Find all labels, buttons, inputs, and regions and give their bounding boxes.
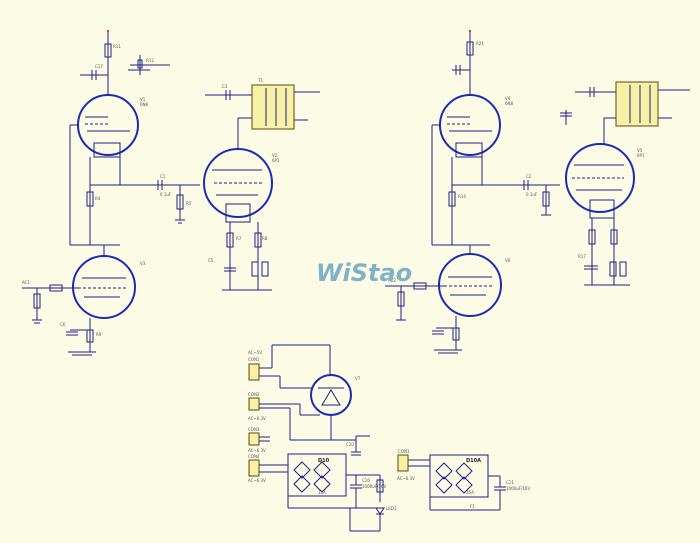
- svg-text:C5: C5: [208, 258, 214, 263]
- con4-label: CON4: [248, 454, 260, 459]
- left-cap-label: C1: [160, 174, 166, 179]
- tube-v6-envelope: [438, 253, 502, 317]
- svg-text:R8: R8: [262, 236, 268, 241]
- connector-con3: [248, 432, 260, 446]
- svg-text:R14: R14: [458, 194, 466, 199]
- con3-label: CON3: [248, 427, 260, 432]
- c11-value: 1000uF/16V: [506, 486, 530, 491]
- v3-label: V3: [140, 261, 146, 266]
- v7-label: V7: [355, 376, 361, 381]
- tube-v4-envelope: [439, 94, 501, 156]
- v4-label: V4: [505, 96, 511, 101]
- con-right-label: CON3: [398, 449, 410, 454]
- tube-v7-rectifier: [310, 374, 352, 416]
- led1-label: LED1: [386, 506, 397, 511]
- con1-ac-label: AC~5V: [248, 350, 262, 355]
- connector-con1: [248, 363, 260, 381]
- bridge-d10-rating: 35A: [318, 490, 326, 495]
- tube-v3-envelope: [72, 255, 136, 319]
- bridge-d10a-rating: 35A: [466, 490, 474, 495]
- con2-label: CON2: [248, 392, 260, 397]
- fuse-label: F1: [470, 504, 475, 509]
- v5-label: V5: [637, 148, 643, 153]
- c10-value: 1000uF/16V: [362, 484, 386, 489]
- v1-label: V1: [140, 97, 146, 102]
- right-cap-value: 0.1uF: [526, 192, 538, 197]
- svg-text:R17: R17: [578, 254, 586, 259]
- svg-text:C17: C17: [95, 64, 103, 69]
- connector-con4: [248, 459, 260, 477]
- output-transformer-left: [251, 84, 295, 130]
- left-input-label: AC1: [22, 280, 30, 285]
- svg-text:C3: C3: [222, 84, 228, 89]
- svg-text:C6: C6: [60, 322, 66, 327]
- con-right-ac-label: AC~6.3V: [397, 476, 415, 481]
- con3-ac-label: AC~6.3V: [248, 416, 266, 421]
- wistao-watermark: WiStao: [316, 259, 412, 287]
- connector-con2: [248, 397, 260, 411]
- output-transformer-right: [615, 81, 659, 127]
- con4-ac-label-2: AC~6.3V: [248, 478, 266, 483]
- power-supply: AC~5V CON1 CON2 AC~6.3V CON3 AC~6.3V CON…: [248, 344, 530, 532]
- svg-text:R21: R21: [476, 41, 484, 46]
- svg-text:R9: R9: [96, 332, 102, 337]
- v2-label: V2: [272, 153, 278, 158]
- right-channel: V4 6N8 R21 R14 C2 0.1uF V5 6P1: [385, 30, 690, 354]
- con4-ac-label: AC~6.3V: [248, 448, 266, 453]
- tube-v1-envelope: [77, 94, 139, 156]
- svg-text:T1: T1: [257, 78, 263, 83]
- c10-top-label: C10: [346, 442, 354, 447]
- tube-v5-envelope: [565, 143, 635, 213]
- right-input-label: AC2: [388, 278, 396, 283]
- con1-label: CON1: [248, 357, 260, 362]
- svg-text:R4: R4: [95, 196, 101, 201]
- v2-sub-label: 6P1: [272, 158, 280, 163]
- left-channel: V1 6N8 C17 R11 R12 R4 C1 0.1uF R5: [22, 30, 320, 356]
- svg-text:R5: R5: [186, 201, 192, 206]
- v4-sub-label: 6N8: [505, 101, 514, 106]
- right-cap-label: C2: [526, 174, 532, 179]
- v5-sub-label: 6P1: [637, 153, 645, 158]
- svg-text:R11: R11: [113, 44, 121, 49]
- c11-label: C11: [506, 480, 514, 485]
- c10-label: C10: [362, 478, 370, 483]
- connector-con-right: [397, 454, 409, 472]
- svg-text:R7: R7: [236, 236, 242, 241]
- left-cap-value: 0.1uF: [160, 192, 172, 197]
- bridge-d10a-label: D10A: [466, 458, 481, 464]
- bridge-d10-label: D10: [318, 458, 330, 464]
- svg-text:R12: R12: [146, 58, 154, 63]
- v1-sub-label: 6N8: [140, 102, 149, 107]
- bridge-d10-frame: [287, 453, 347, 497]
- v6-label: V6: [505, 258, 511, 263]
